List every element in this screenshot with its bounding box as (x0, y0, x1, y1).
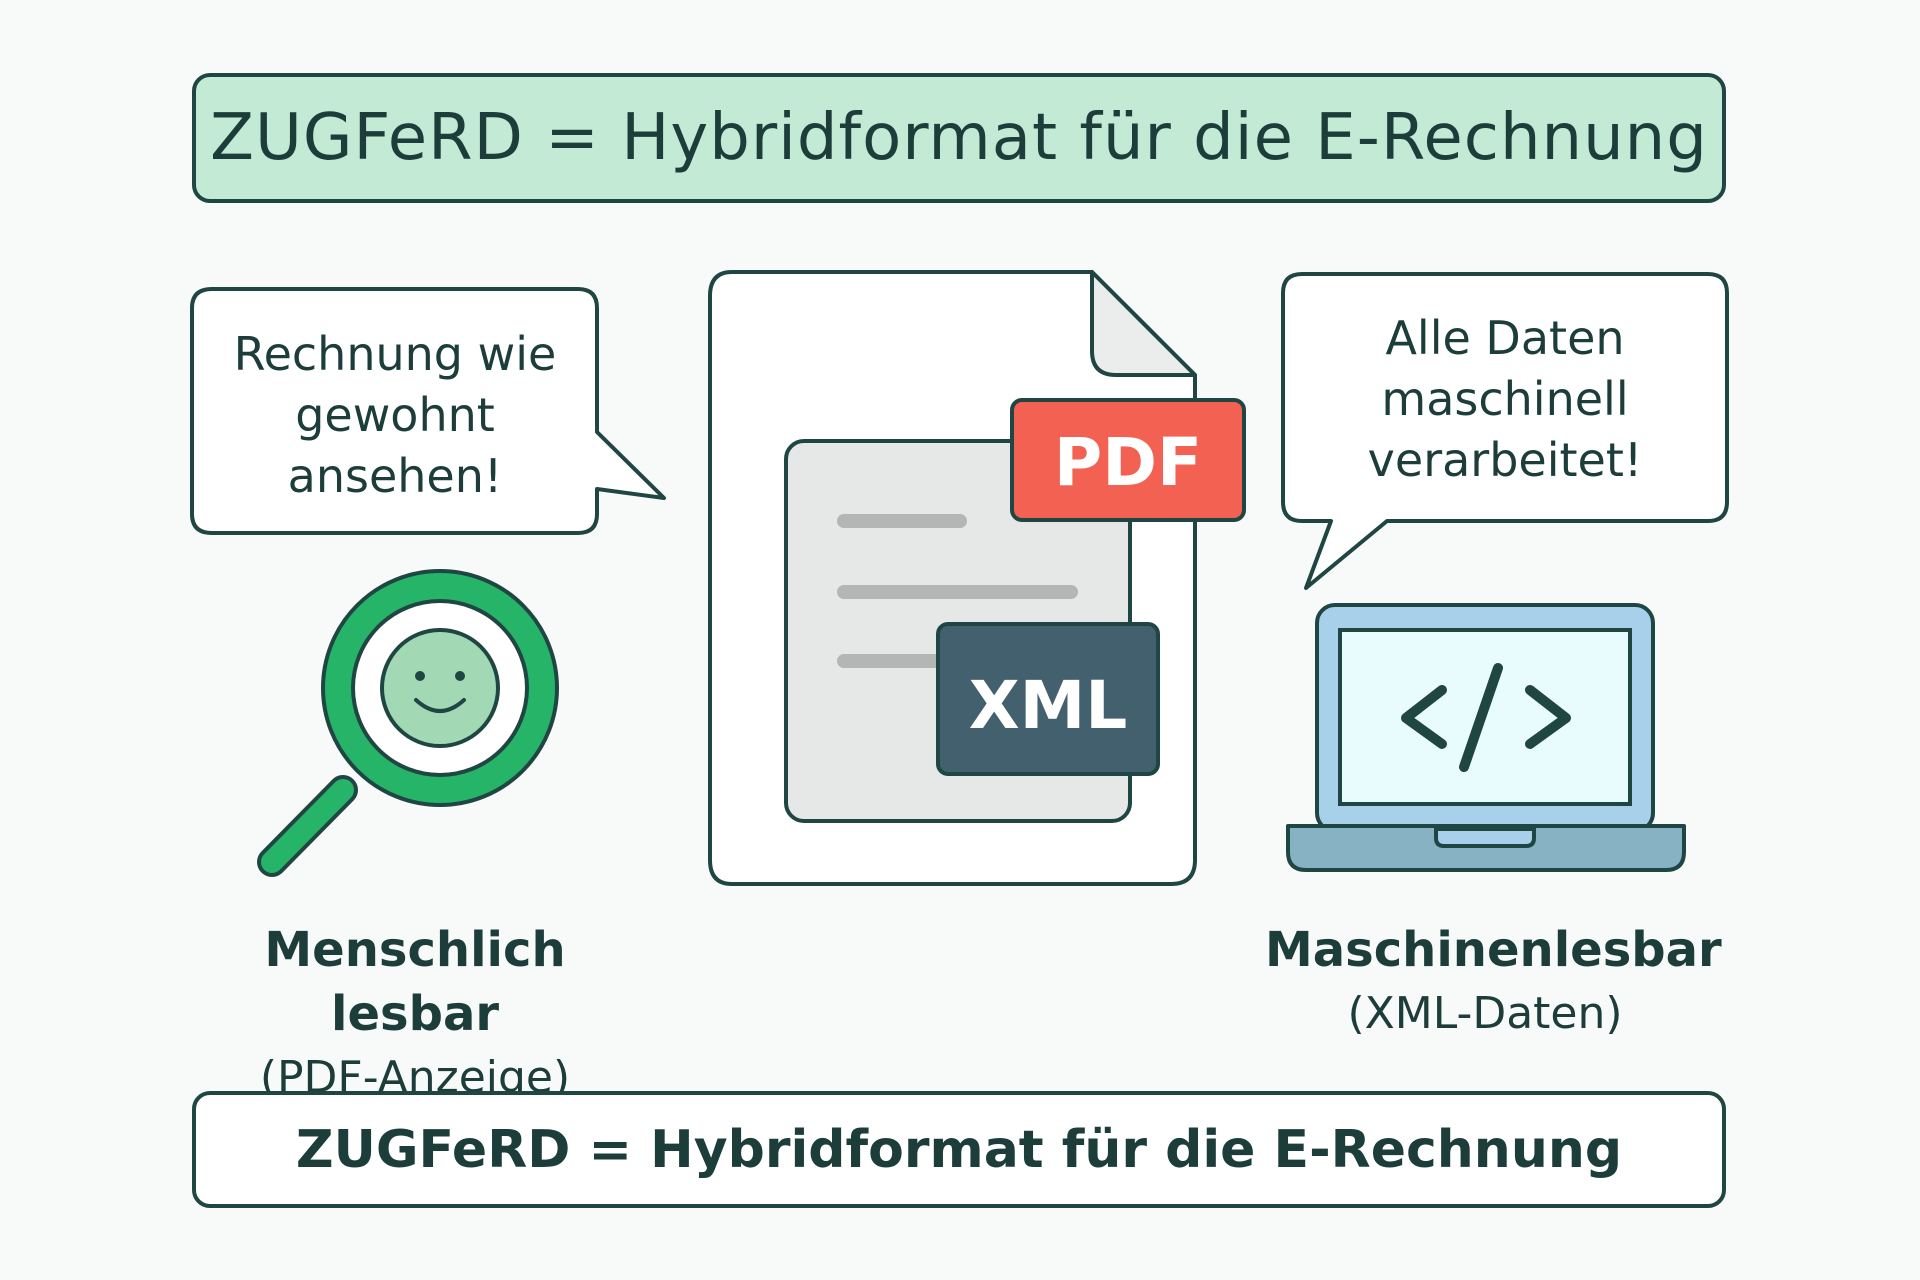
document-icon (708, 270, 1197, 886)
left-bubble-line: Rechnung wie (233, 327, 557, 381)
footer-banner: ZUGFeRD = Hybridformat für die E-Rechnun… (192, 1091, 1726, 1208)
right-caption-title: Maschinenlesbar (1265, 922, 1722, 978)
footer-text: ZUGFeRD = Hybridformat für die E-Rechnun… (295, 1119, 1623, 1180)
left-bubble-line: ansehen! (287, 449, 503, 503)
title-text: ZUGFeRD = Hybridformat für die E-Rechnun… (210, 101, 1708, 175)
right-bubble-line: verarbeitet! (1367, 433, 1643, 487)
right-bubble-line: Alle Daten (1385, 311, 1625, 365)
right-bubble-text: Alle Daten maschinell verarbeitet! (1300, 308, 1710, 491)
magnifier-icon (257, 569, 559, 877)
left-speech-bubble (190, 287, 666, 535)
code-icon (1401, 663, 1571, 772)
right-caption-subtitle: (XML-Daten) (1347, 988, 1623, 1039)
right-speech-bubble (1281, 272, 1729, 590)
title-banner: ZUGFeRD = Hybridformat für die E-Rechnun… (192, 73, 1726, 203)
left-bubble-line: gewohnt (295, 388, 495, 442)
left-caption-title: Menschlich lesbar (264, 922, 566, 1042)
right-caption: Maschinenlesbar (XML-Daten) (1265, 918, 1722, 1046)
laptop-icon (1286, 603, 1686, 872)
pdf-badge: PDF (1010, 398, 1246, 522)
pdf-badge-label: PDF (1054, 424, 1202, 501)
xml-badge: XML (936, 622, 1160, 776)
left-bubble-text: Rechnung wie gewohnt ansehen! (212, 324, 578, 507)
smiley-icon (380, 628, 500, 748)
left-caption: Menschlich lesbar (PDF-Anzeige) (180, 918, 650, 1110)
right-bubble-line: maschinell (1381, 372, 1629, 426)
xml-badge-label: XML (969, 667, 1128, 744)
